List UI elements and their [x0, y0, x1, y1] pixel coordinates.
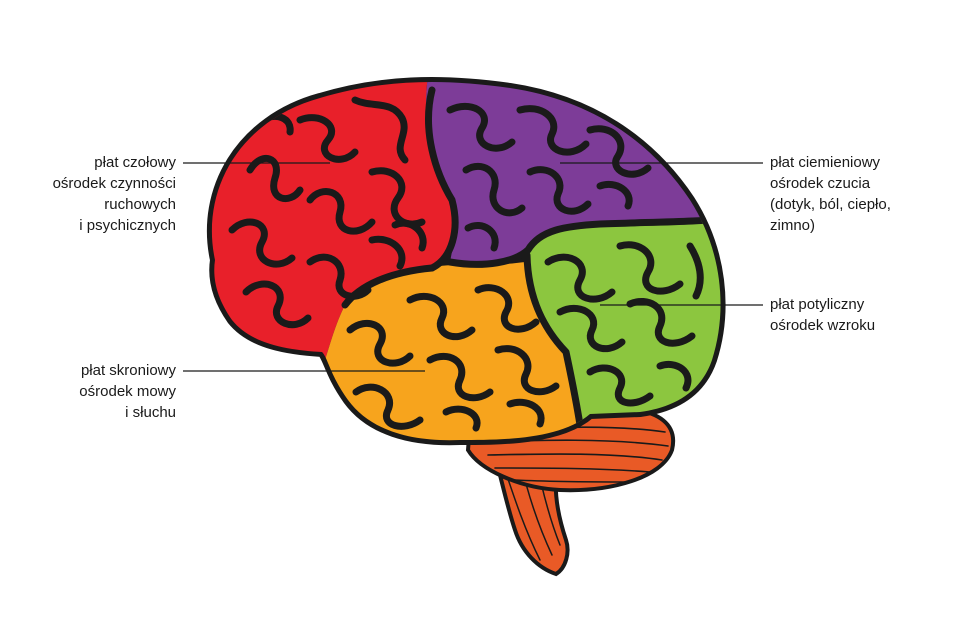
frontal-lobe-name: płat czołowy: [94, 154, 176, 171]
parietal-lobe-desc-1: ośrodek czucia: [770, 175, 871, 192]
frontal-lobe-desc-3: i psychicznych: [79, 217, 176, 234]
temporal-lobe-label: płat skroniowy ośrodek mowy i słuchu: [79, 360, 176, 423]
occipital-lobe-name: płat potyliczny: [770, 296, 865, 313]
temporal-lobe-desc-2: i słuchu: [125, 404, 176, 421]
parietal-lobe-name: płat ciemieniowy: [770, 154, 881, 171]
temporal-lobe-name: płat skroniowy: [80, 362, 176, 379]
parietal-lobe-desc-3: zimno): [770, 217, 816, 234]
frontal-lobe-desc-2: ruchowych: [104, 196, 176, 213]
temporal-lobe-desc-1: ośrodek mowy: [79, 383, 176, 400]
parietal-lobe-label: płat ciemieniowy ośrodek czucia (dotyk, …: [770, 152, 891, 236]
parietal-lobe-desc-2: (dotyk, ból, ciepło,: [770, 196, 891, 213]
occipital-lobe-desc-1: ośrodek wzroku: [770, 317, 876, 334]
frontal-lobe-label: płat czołowy ośrodek czynności ruchowych…: [53, 152, 176, 236]
occipital-lobe-label: płat potyliczny ośrodek wzroku: [770, 294, 875, 336]
frontal-lobe-desc-1: ośrodek czynności: [52, 175, 176, 192]
